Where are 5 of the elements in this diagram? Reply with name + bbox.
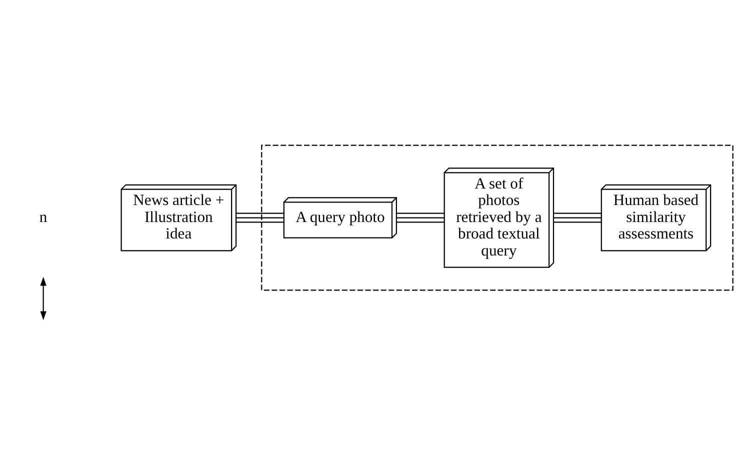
connector: [554, 212, 602, 222]
label: n: [39, 208, 48, 226]
connector: [396, 212, 444, 222]
connector: [236, 212, 284, 222]
cluster: [261, 144, 734, 290]
